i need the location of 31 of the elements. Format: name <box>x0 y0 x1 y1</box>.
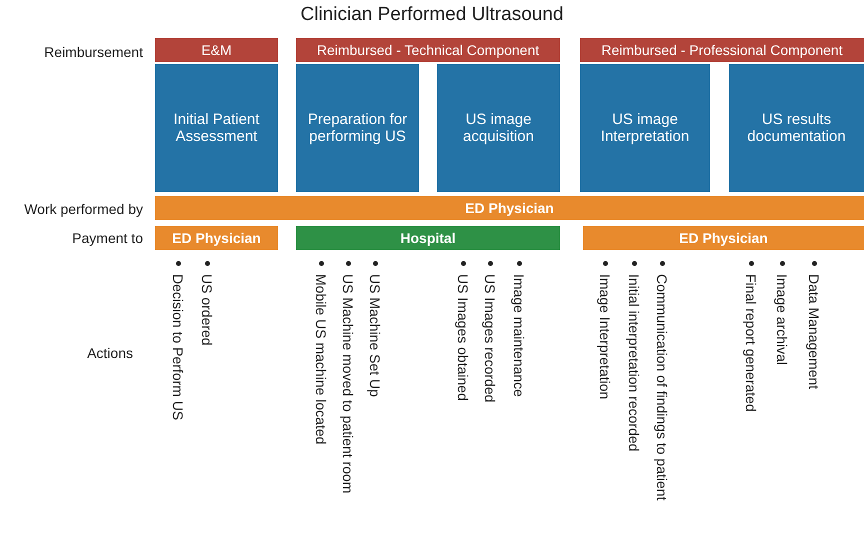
action-item: Final report generated <box>743 274 759 412</box>
action-item: US ordered <box>199 274 215 346</box>
action-item: Decision to Perform US <box>170 274 186 420</box>
action-item: US Machine Set Up <box>367 274 383 397</box>
action-item: US Images recorded <box>482 274 498 402</box>
step-box: US image Interpretation <box>580 64 710 192</box>
action-item: US Images obtained <box>455 274 471 401</box>
action-item: Mobile US machine located <box>313 274 329 444</box>
role-bar: ED Physician <box>155 196 864 220</box>
step-box: US results documentation <box>729 64 864 192</box>
payment-bar: ED Physician <box>155 226 278 250</box>
header-bar: E&M <box>155 38 278 62</box>
row-label: Reimbursement <box>44 44 143 60</box>
action-item: Image maintenance <box>511 274 527 397</box>
action-item: Image archival <box>774 274 790 366</box>
payment-bar: Hospital <box>296 226 560 250</box>
action-item: Data Management <box>806 274 822 390</box>
payment-bar: ED Physician <box>583 226 864 250</box>
action-item: Communication of findings to patient <box>654 274 670 500</box>
action-item: Initial interpretation recorded <box>626 274 642 452</box>
step-box: Preparation for performing US <box>296 64 419 192</box>
action-item: US Machine moved to patient room <box>340 274 356 494</box>
step-box: US image acquisition <box>437 64 560 192</box>
row-label: Payment to <box>72 230 143 246</box>
step-box: Initial Patient Assessment <box>155 64 278 192</box>
diagram-title: Clinician Performed Ultrasound <box>300 4 564 26</box>
row-label: Actions <box>87 345 133 361</box>
header-bar: Reimbursed - Professional Component <box>580 38 864 62</box>
action-item: Image Interpretation <box>597 274 613 400</box>
header-bar: Reimbursed - Technical Component <box>296 38 560 62</box>
row-label: Work performed by <box>24 201 143 217</box>
